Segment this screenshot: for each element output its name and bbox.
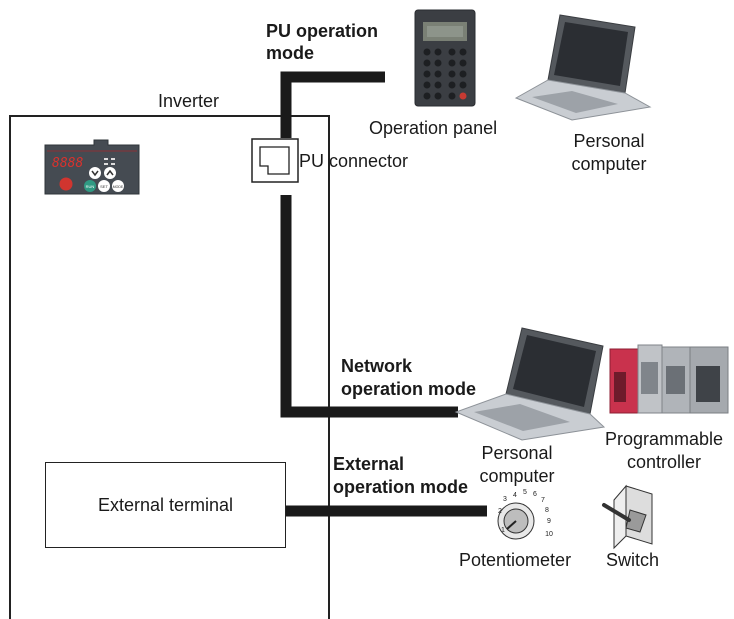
potentiometer-label: Potentiometer — [459, 550, 572, 570]
operation-panel-icon — [414, 9, 476, 107]
potentiometer-tick-label: 9 — [547, 518, 551, 525]
pc-network-label-line1: Personal — [481, 443, 553, 463]
pu-connector-icon — [251, 138, 299, 183]
plc-label-line2: controller — [626, 452, 702, 472]
potentiometer-tick-label: 2 — [498, 508, 502, 515]
operation-panel-label: Operation panel — [369, 118, 498, 138]
inverter-panel-icon: 8888 RUN SET MODE — [44, 139, 140, 195]
pc-top-label-line1: Personal — [573, 131, 645, 151]
pu-mode-label-line2: mode — [266, 43, 315, 63]
plc-label-line1: Programmable — [604, 429, 724, 449]
pu-mode-label-line1: PU operation — [266, 21, 379, 41]
pc-top-label-line2: computer — [571, 154, 647, 174]
external-terminal-label: External terminal — [97, 494, 234, 515]
external-mode-label-line2: operation mode — [333, 477, 469, 497]
personal-computer-network-icon — [454, 327, 606, 441]
network-mode-label-line2: operation mode — [341, 379, 477, 399]
set-key-label: SET — [100, 184, 108, 189]
potentiometer-tick-label: 10 — [545, 531, 553, 538]
external-terminal-box: External terminal — [45, 462, 286, 548]
potentiometer-tick-label: 5 — [523, 489, 527, 496]
potentiometer-tick-label: 6 — [533, 491, 537, 498]
personal-computer-top-icon — [514, 14, 652, 121]
inverter-outline — [9, 115, 330, 619]
inverter-label: Inverter — [158, 91, 220, 111]
pu-connector-label: PU connector — [299, 151, 409, 171]
network-mode-label-line1: Network — [341, 356, 413, 376]
potentiometer-icon: 1 2 3 4 5 6 7 8 9 10 — [497, 489, 553, 540]
run-key-label: RUN — [86, 184, 95, 189]
programmable-controller-icon — [609, 344, 729, 414]
potentiometer-tick-label: 8 — [545, 507, 549, 514]
mode-key-label: MODE — [113, 185, 124, 189]
potentiometer-tick-label: 3 — [503, 496, 507, 503]
switch-label: Switch — [606, 550, 660, 570]
network-connection-line — [280, 195, 458, 418]
potentiometer-tick-label: 4 — [513, 492, 517, 499]
external-mode-label-line1: External — [333, 454, 405, 474]
potentiometer-tick-label: 1 — [501, 527, 505, 534]
pc-network-label-line2: computer — [479, 466, 555, 486]
potentiometer-tick-label: 7 — [541, 497, 545, 504]
pu-connection-line — [280, 71, 385, 138]
inverter-display-text: 8888 — [52, 156, 83, 171]
switch-icon — [602, 484, 653, 550]
